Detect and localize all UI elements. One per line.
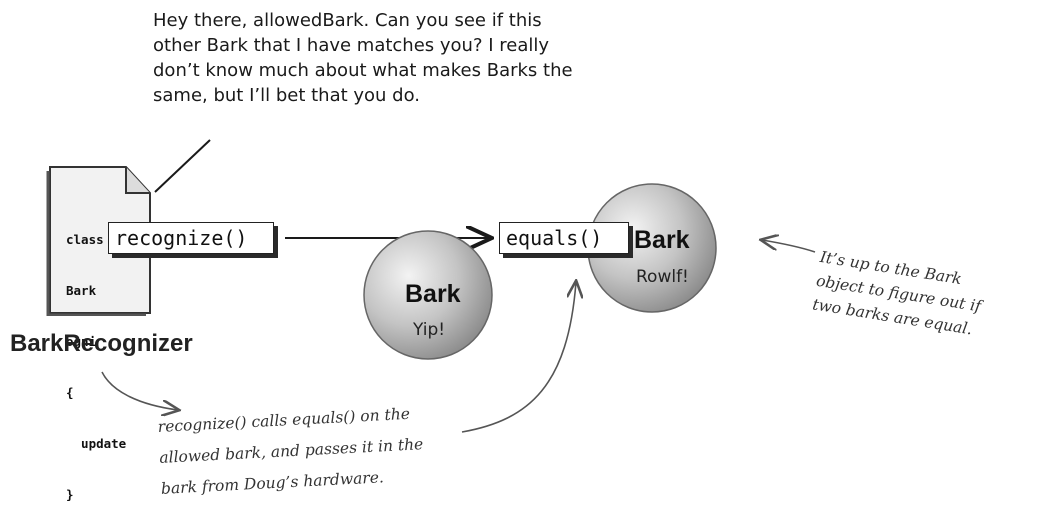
speech-line: other Bark that I have matches you? I re…	[153, 35, 550, 56]
bark-object-yip-sphere	[363, 230, 493, 360]
speech-line: same, but I’ll bet that you do.	[153, 85, 421, 106]
speech-line: Hey there, allowedBark. Can you see if t…	[153, 10, 542, 31]
speech-text: Hey there, allowedBark. Can you see if t…	[153, 8, 633, 108]
code-file-icon	[46, 166, 151, 316]
speech-line: don’t know much about what makes Barks t…	[153, 60, 573, 81]
bark-object-title: Bark	[405, 280, 461, 308]
bottom-left-arrow	[101, 371, 178, 410]
code-line: ogni	[66, 334, 97, 349]
equals-method-box: equals()	[499, 222, 629, 254]
bottom-annotation: recognize() calls equals() on the allowe…	[157, 395, 481, 505]
code-line: {	[66, 385, 74, 400]
bark-object-sound: Rowlf!	[636, 267, 689, 287]
code-line: update	[66, 436, 127, 451]
recognize-method-box: recognize()	[108, 222, 274, 254]
bottom-right-arrow	[461, 282, 576, 433]
bark-object-sound: Yip!	[413, 320, 446, 340]
code-line: class	[66, 232, 104, 247]
right-note-arrow	[762, 240, 816, 253]
code-line: Bark	[66, 283, 97, 298]
bark-object-title: Bark	[634, 226, 690, 254]
code-line: }	[66, 487, 74, 502]
code-snippet: class Bark ogni { update }	[66, 197, 126, 520]
speech-pointer-line	[154, 139, 211, 193]
bark-recognizer-label: BarkRecognizer	[10, 330, 193, 357]
